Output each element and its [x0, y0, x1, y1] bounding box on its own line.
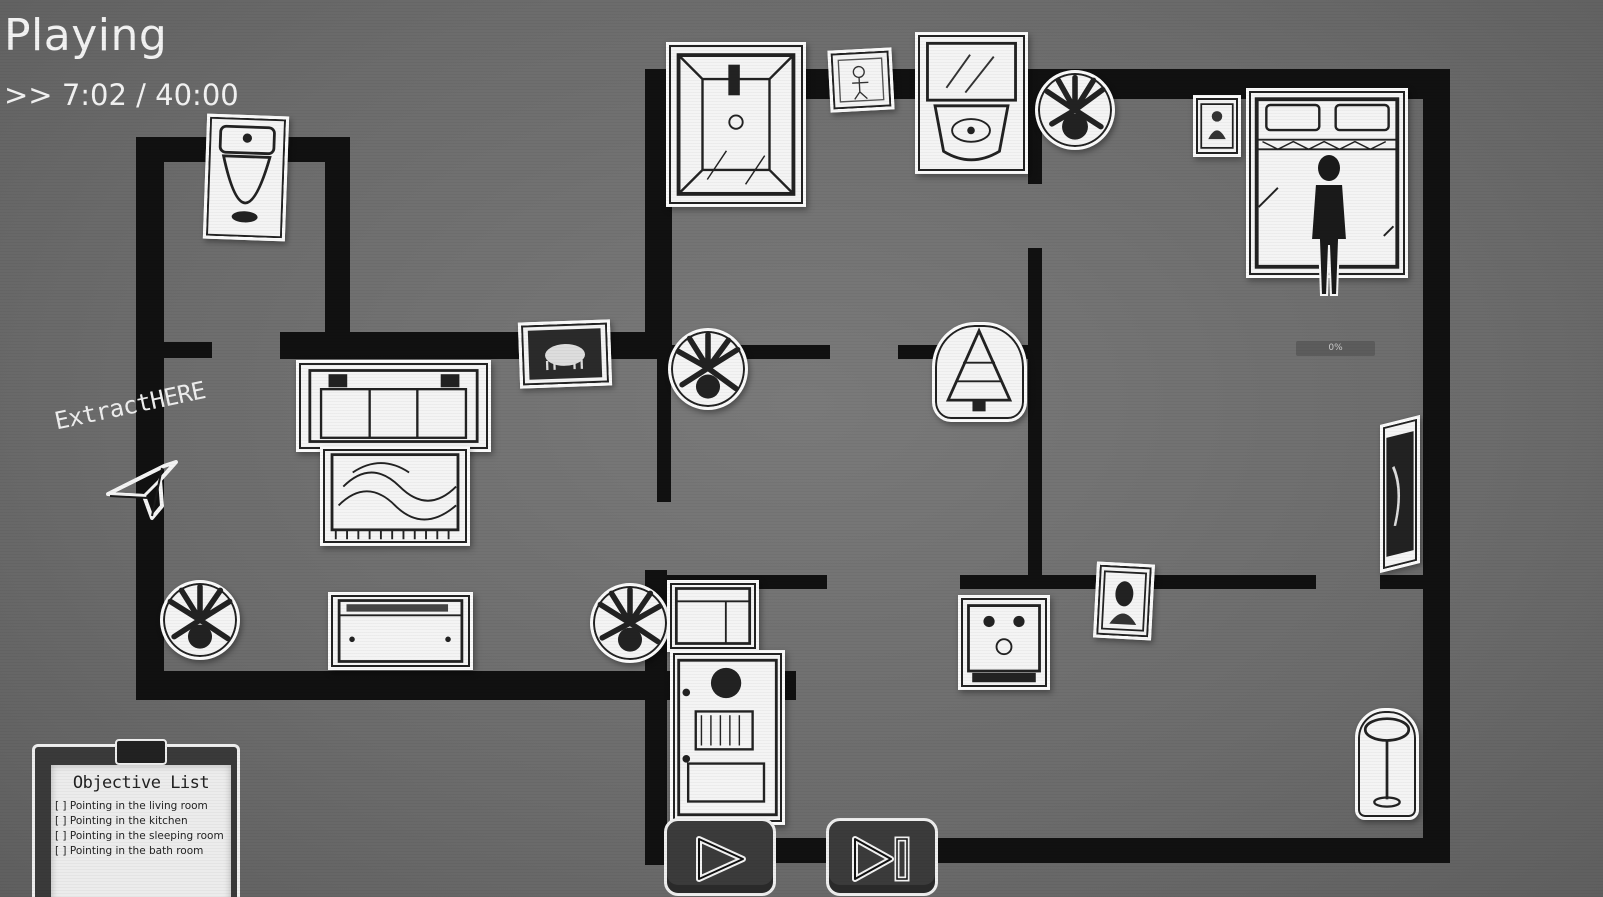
- clipboard-clip: [115, 739, 167, 765]
- extract-arrow-icon: [106, 460, 178, 520]
- objective-item: [ ] Pointing in the kitchen: [55, 815, 188, 827]
- progress-indicator: 0%: [1296, 341, 1375, 356]
- skip-forward-icon: [852, 836, 910, 882]
- sofa-sticker: [296, 360, 491, 452]
- shower-sticker: [666, 42, 806, 207]
- skip-forward-button[interactable]: [826, 818, 938, 896]
- wall-mirror-sticker: [1380, 415, 1420, 573]
- christmas-tree-sticker: [932, 322, 1027, 422]
- extract-label: ExtractHERE: [52, 376, 208, 436]
- microwave-sticker: [667, 580, 759, 652]
- character-sticker: [1303, 150, 1355, 300]
- objective-paper: Objective List [ ] Pointing in the livin…: [51, 765, 231, 897]
- objective-item: [ ] Pointing in the living room: [55, 800, 208, 812]
- objective-title: Objective List: [72, 773, 210, 793]
- rug-sticker: [320, 446, 470, 546]
- play-icon: [696, 836, 746, 882]
- bison-painting-sticker: [517, 319, 613, 389]
- plant-sticker: [1035, 70, 1115, 150]
- objective-item: [ ] Pointing in the bath room: [55, 845, 204, 857]
- game-status: Playing: [4, 10, 168, 61]
- dining-table-sticker: [958, 595, 1050, 690]
- objective-clipboard: Objective List [ ] Pointing in the livin…: [32, 739, 240, 897]
- toilet-sticker: [202, 113, 290, 242]
- game-timer: >> 7:02 / 40:00: [4, 78, 239, 112]
- lamp-sticker: [1355, 708, 1419, 820]
- plant-sticker: [668, 328, 748, 410]
- sink-mirror-sticker: [915, 32, 1028, 174]
- ghost-photo-sticker: [1093, 561, 1155, 641]
- drawing-frame-sticker: [827, 47, 895, 113]
- objective-list: [ ] Pointing in the living room [ ] Poin…: [55, 799, 224, 859]
- plant-sticker: [590, 583, 670, 663]
- portrait-frame-sticker: [1193, 95, 1241, 157]
- objective-item: [ ] Pointing in the sleeping room: [55, 830, 224, 842]
- plant-sticker: [160, 580, 240, 660]
- tv-stand-sticker: [328, 592, 473, 670]
- play-button[interactable]: [664, 818, 776, 896]
- stove-fridge-sticker: [670, 650, 785, 825]
